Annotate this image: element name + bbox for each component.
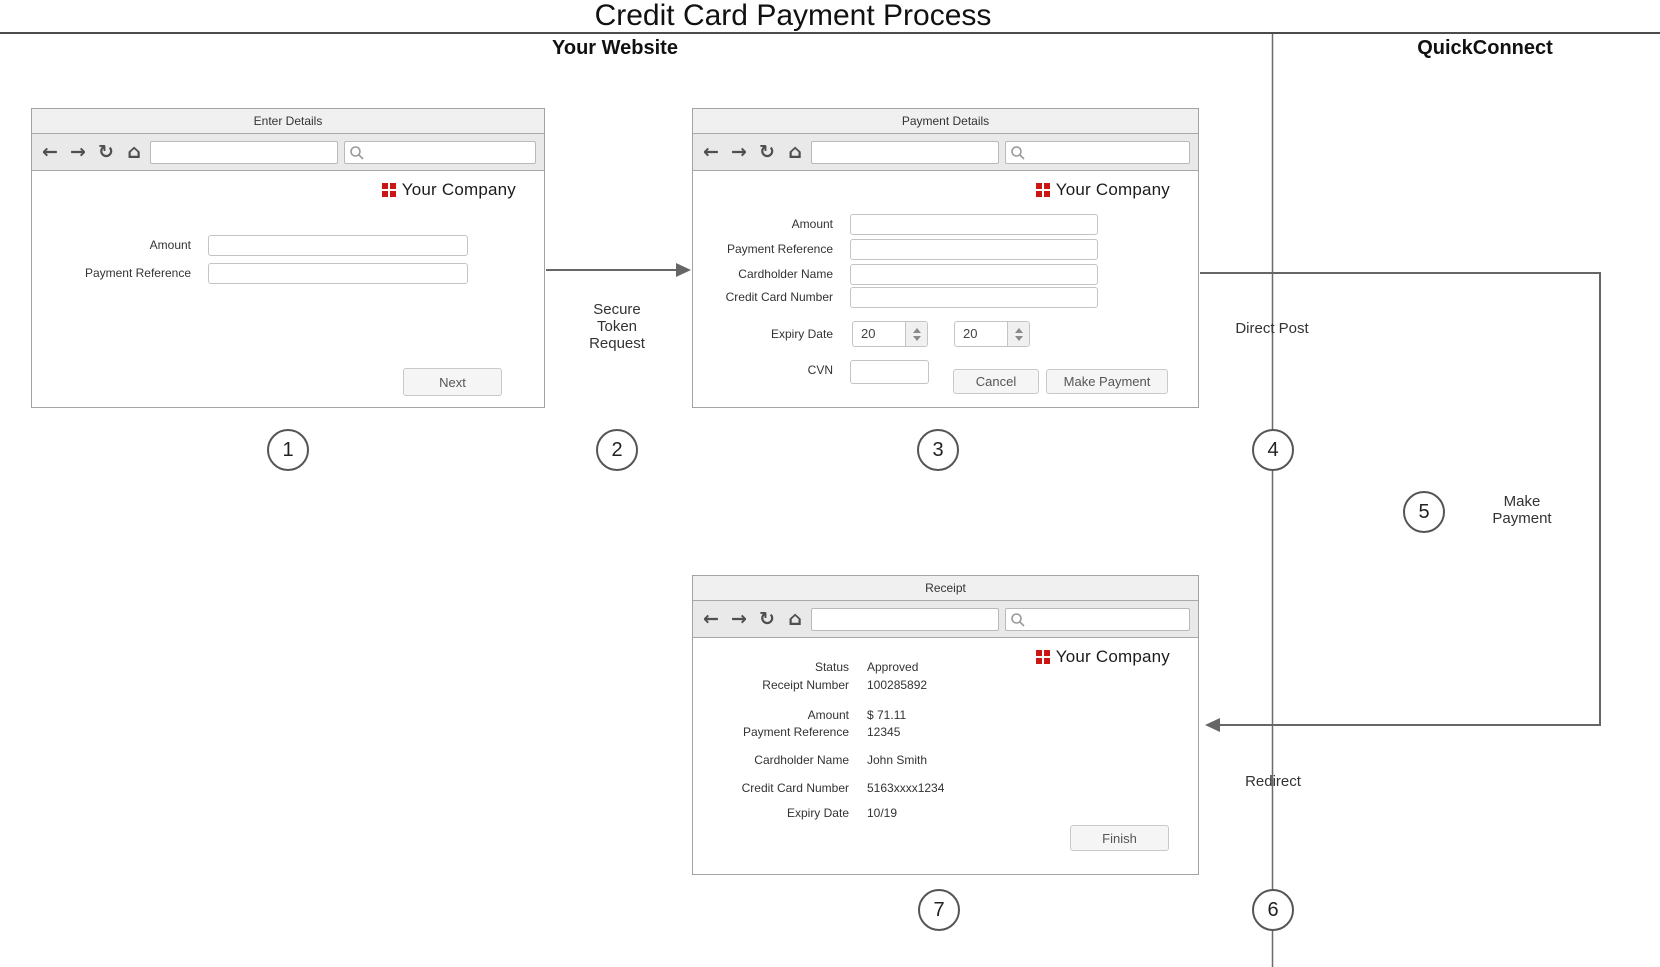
expiry-year-value: 20: [963, 326, 978, 341]
amount-input[interactable]: [208, 235, 468, 256]
search-input[interactable]: [1028, 142, 1187, 163]
search-input[interactable]: [367, 142, 533, 163]
page-content: Your Company Amount Payment Reference Ne…: [32, 172, 544, 407]
step-circle-3: 3: [917, 429, 959, 471]
expiry-month-value: 20: [861, 326, 876, 341]
cardholder-name-value: John Smith: [867, 753, 928, 767]
forward-icon[interactable]: →: [70, 141, 86, 163]
payment-reference-label: Payment Reference: [726, 242, 833, 256]
window-title-enter-details: Enter Details: [32, 109, 544, 134]
cardholder-name-label: Cardholder Name: [738, 267, 833, 281]
company-logo-icon: [1035, 183, 1050, 197]
amount-label: Amount: [807, 708, 849, 722]
secure-token-request-label: Secure Token Request: [589, 301, 645, 352]
step-circle-2: 2: [596, 429, 638, 471]
home-icon[interactable]: ⌂: [127, 141, 141, 163]
payment-reference-input[interactable]: [208, 263, 468, 284]
payment-reference-label: Payment Reference: [742, 725, 849, 739]
forward-icon[interactable]: →: [731, 608, 747, 630]
cvn-input[interactable]: [850, 360, 929, 384]
page-content: Your Company Amount Payment Reference Ca…: [693, 172, 1198, 407]
cancel-button[interactable]: Cancel: [953, 369, 1039, 394]
receipt-number-value: 100285892: [867, 678, 928, 692]
refresh-icon[interactable]: ↻: [759, 608, 775, 630]
company-logo-text: Your Company: [401, 180, 516, 199]
back-icon[interactable]: ←: [42, 141, 58, 163]
browser-toolbar: ← → ↻ ⌂: [693, 601, 1198, 638]
step-circle-6: 6: [1252, 889, 1294, 931]
company-logo-text: Your Company: [1055, 180, 1170, 199]
spinner-arrows-icon[interactable]: [905, 322, 927, 346]
credit-card-number-label: Credit Card Number: [725, 290, 833, 304]
payment-reference-label: Payment Reference: [84, 266, 191, 280]
company-logo: Your Company: [381, 180, 516, 200]
browser-toolbar: ← → ↻ ⌂: [693, 134, 1198, 171]
search-icon: [1011, 613, 1025, 627]
back-icon[interactable]: ←: [703, 608, 719, 630]
company-logo-icon: [381, 183, 396, 197]
browser-toolbar: ← → ↻ ⌂: [32, 134, 544, 171]
company-logo: Your Company: [1035, 647, 1170, 667]
window-enter-details: Enter Details ← → ↻ ⌂ Your Company Amoun…: [31, 108, 545, 408]
window-title-payment-details: Payment Details: [693, 109, 1198, 134]
credit-card-number-input[interactable]: [850, 287, 1098, 308]
search-box: [1005, 141, 1190, 164]
make-payment-label: Make Payment: [1492, 493, 1552, 527]
payment-reference-input[interactable]: [850, 239, 1098, 260]
page-content: Your Company Status Approved Receipt Num…: [693, 639, 1198, 874]
make-payment-button[interactable]: Make Payment: [1046, 369, 1168, 394]
finish-button[interactable]: Finish: [1070, 825, 1169, 851]
amount-label: Amount: [791, 217, 833, 231]
back-icon[interactable]: ←: [703, 141, 719, 163]
expiry-date-value: 10/19: [867, 806, 898, 820]
lane-header-your-website: Your Website: [552, 37, 678, 59]
search-icon: [350, 146, 364, 160]
step-circle-5: 5: [1403, 491, 1445, 533]
payment-reference-value: 12345: [867, 725, 901, 739]
redirect-label: Redirect: [1245, 773, 1301, 790]
company-logo: Your Company: [1035, 180, 1170, 200]
status-label: Status: [814, 660, 849, 674]
cvn-label: CVN: [807, 363, 833, 377]
refresh-icon[interactable]: ↻: [98, 141, 114, 163]
credit-card-number-label: Credit Card Number: [741, 781, 849, 795]
window-title-receipt: Receipt: [693, 576, 1198, 601]
amount-input[interactable]: [850, 214, 1098, 235]
search-box: [344, 141, 536, 164]
cardholder-name-input[interactable]: [850, 264, 1098, 285]
lane-header-quickconnect: QuickConnect: [1417, 37, 1553, 59]
step-circle-1: 1: [267, 429, 309, 471]
direct-post-label: Direct Post: [1235, 320, 1309, 337]
step-circle-7: 7: [918, 889, 960, 931]
amount-value: $ 71.11: [867, 708, 907, 722]
company-logo-text: Your Company: [1055, 647, 1170, 666]
window-payment-details: Payment Details ← → ↻ ⌂ Your Company Amo…: [692, 108, 1199, 408]
home-icon[interactable]: ⌂: [788, 608, 802, 630]
address-bar-input[interactable]: [811, 608, 999, 631]
status-value: Approved: [867, 660, 919, 674]
cardholder-name-label: Cardholder Name: [754, 753, 849, 767]
refresh-icon[interactable]: ↻: [759, 141, 775, 163]
window-receipt: Receipt ← → ↻ ⌂ Your Company Status Appr…: [692, 575, 1199, 875]
expiry-month-spinner[interactable]: 20: [852, 321, 928, 347]
amount-label: Amount: [149, 238, 191, 252]
address-bar-input[interactable]: [811, 141, 999, 164]
search-icon: [1011, 146, 1025, 160]
next-button[interactable]: Next: [403, 368, 502, 396]
receipt-number-label: Receipt Number: [762, 678, 849, 692]
address-bar-input[interactable]: [150, 141, 338, 164]
page-title: Credit Card Payment Process: [594, 0, 992, 32]
expiry-date-label: Expiry Date: [770, 327, 833, 341]
forward-icon[interactable]: →: [731, 141, 747, 163]
step-circle-4: 4: [1252, 429, 1294, 471]
expiry-date-label: Expiry Date: [786, 806, 849, 820]
company-logo-icon: [1035, 650, 1050, 664]
spinner-arrows-icon[interactable]: [1007, 322, 1029, 346]
expiry-year-spinner[interactable]: 20: [954, 321, 1030, 347]
home-icon[interactable]: ⌂: [788, 141, 802, 163]
search-input[interactable]: [1028, 609, 1187, 630]
credit-card-number-value: 5163xxxx1234: [867, 781, 945, 795]
search-box: [1005, 608, 1190, 631]
